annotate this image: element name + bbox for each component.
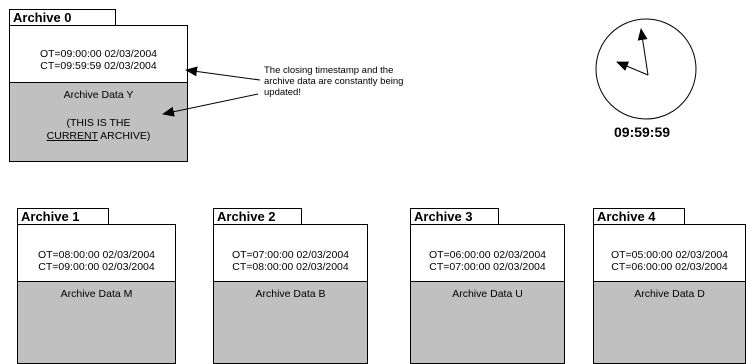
current-archive-note-end: ARCHIVE) (97, 129, 151, 142)
clock-hour-hand (616, 61, 649, 76)
archive-1-open-time: OT=08:00:00 02/03/2004 (37, 249, 156, 261)
archive-4-timestamps: OT=05:00:00 02/03/2004 CT=06:00:00 02/03… (594, 249, 745, 273)
clock-icon (595, 18, 697, 120)
callout-note: The closing timestamp and the archive da… (264, 65, 403, 98)
archive-2-open-time: OT=07:00:00 02/03/2004 (231, 249, 350, 261)
archive-2-timestamps: OT=07:00:00 02/03/2004 CT=08:00:00 02/03… (214, 249, 367, 273)
archive-3-open-time: OT=06:00:00 02/03/2004 (428, 249, 547, 261)
archive-3-tab: Archive 3 (410, 208, 499, 224)
current-archive-note-line2: CURRENT ARCHIVE) (10, 130, 187, 143)
archive-0-close-time: CT=09:59:59 02/03/2004 (40, 59, 157, 72)
archive-1-data-panel: Archive Data M (18, 281, 175, 363)
archive-4-data-panel: Archive Data D (594, 281, 745, 363)
clock-face (595, 18, 697, 120)
archive-1-timestamps: OT=08:00:00 02/03/2004 CT=09:00:00 02/03… (18, 249, 175, 273)
current-underlined-word: CURRENT (46, 129, 98, 142)
callout-line-3: updated! (264, 87, 301, 98)
archive-4-data-label: Archive Data D (634, 288, 705, 300)
callout-line-2: archive data are constantly being (264, 76, 404, 87)
archive-2-tab: Archive 2 (213, 208, 302, 224)
current-archive-note-line1: (THIS IS THE (66, 117, 131, 129)
callout-arrow-to-close-time (185, 66, 261, 81)
archive-0-data-panel: Archive Data Y (THIS IS THE CURRENT ARCH… (10, 82, 187, 161)
archive-2-box: OT=07:00:00 02/03/2004 CT=08:00:00 02/03… (213, 224, 368, 364)
archive-3-box: OT=06:00:00 02/03/2004 CT=07:00:00 02/03… (410, 224, 565, 364)
callout-line-1: The closing timestamp and the (264, 65, 394, 76)
archive-0-open-time: OT=09:00:00 02/03/2004 (39, 48, 158, 60)
archive-0-tab: Archive 0 (9, 9, 116, 25)
archive-3-timestamps: OT=06:00:00 02/03/2004 CT=07:00:00 02/03… (411, 249, 564, 273)
archive-0-timestamps: OT=09:00:00 02/03/2004 CT=09:59:59 02/03… (10, 48, 187, 72)
current-archive-note: (THIS IS THE CURRENT ARCHIVE) (10, 117, 187, 142)
archive-3-close-time: CT=07:00:00 02/03/2004 (429, 260, 546, 273)
archive-2-data-panel: Archive Data B (214, 281, 367, 363)
archive-1-close-time: CT=09:00:00 02/03/2004 (38, 260, 155, 273)
archive-2-close-time: CT=08:00:00 02/03/2004 (232, 260, 349, 273)
archive-1-box: OT=08:00:00 02/03/2004 CT=09:00:00 02/03… (17, 224, 176, 364)
archive-3-data-panel: Archive Data U (411, 281, 564, 363)
clock-time: 09:59:59 (614, 124, 671, 140)
archive-0-data-label: Archive Data Y (63, 89, 134, 101)
archive-4-close-time: CT=06:00:00 02/03/2004 (611, 260, 728, 273)
clock-minute-hand (637, 28, 649, 76)
archive-4-open-time: OT=05:00:00 02/03/2004 (610, 249, 729, 261)
archive-4-tab: Archive 4 (593, 208, 685, 224)
archive-1-data-label: Archive Data M (60, 288, 133, 300)
archive-0-box: OT=09:00:00 02/03/2004 CT=09:59:59 02/03… (9, 25, 188, 162)
archive-2-data-label: Archive Data B (255, 288, 326, 300)
archive-1-tab: Archive 1 (17, 208, 109, 224)
archive-3-data-label: Archive Data U (452, 288, 523, 300)
callout-arrow-to-archive-data (162, 93, 259, 117)
archive-4-box: OT=05:00:00 02/03/2004 CT=06:00:00 02/03… (593, 224, 746, 364)
